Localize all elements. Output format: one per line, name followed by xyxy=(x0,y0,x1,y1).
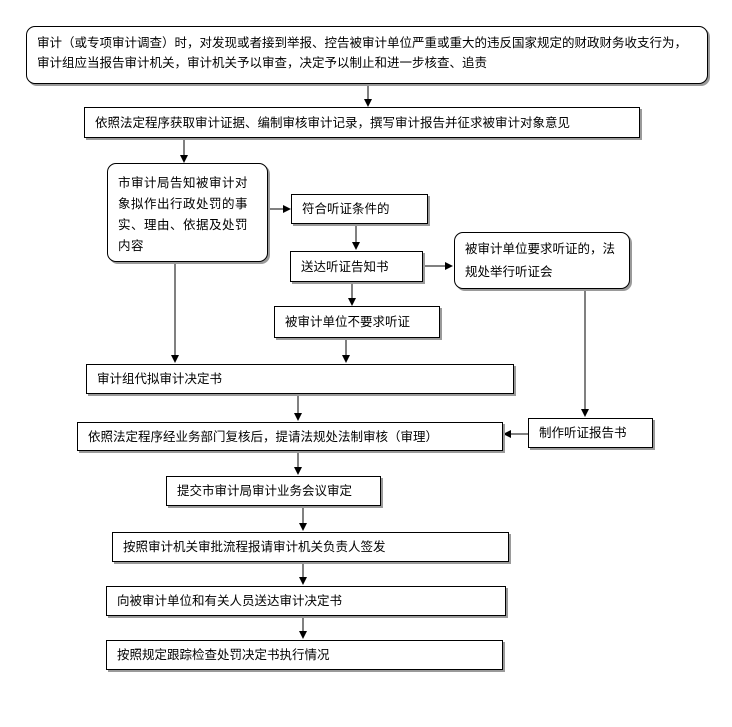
step-meeting-review: 提交市审计局审计业务会议审定 xyxy=(166,476,381,506)
step-hearing-report: 制作听证报告书 xyxy=(528,418,653,448)
step-track-execution: 按照规定跟踪检查处罚决定书执行情况 xyxy=(106,640,503,670)
step-legal-review: 依照法定程序经业务部门复核后，提请法规处法制审核（审理） xyxy=(77,422,503,451)
step-draft-decision: 审计组代拟审计决定书 xyxy=(86,364,514,394)
step-deliver-decision: 向被审计单位和有关人员送达审计决定书 xyxy=(106,586,506,616)
step-no-hearing-requested: 被审计单位不要求听证 xyxy=(274,306,440,338)
step-approval-signature: 按照审计机关审批流程报请审计机关负责人签发 xyxy=(112,532,509,562)
step-collect-evidence: 依照法定程序获取审计证据、编制审核审计记录，撰写审计报告并征求被审计对象意见 xyxy=(84,107,640,138)
step-hearing-eligible: 符合听证条件的 xyxy=(291,194,428,224)
step-report-violation: 审计（或专项审计调查）时，对发现或者接到举报、控告被审计单位严重或重大的违反国家… xyxy=(26,26,708,84)
step-hold-hearing: 被审计单位要求听证的，法规处举行听证会 xyxy=(454,232,630,289)
step-notify-penalty: 市审计局告知被审计对象拟作出行政处罚的事实、理由、依据及处罚内容 xyxy=(107,163,268,262)
step-send-hearing-notice: 送达听证告知书 xyxy=(290,251,423,282)
